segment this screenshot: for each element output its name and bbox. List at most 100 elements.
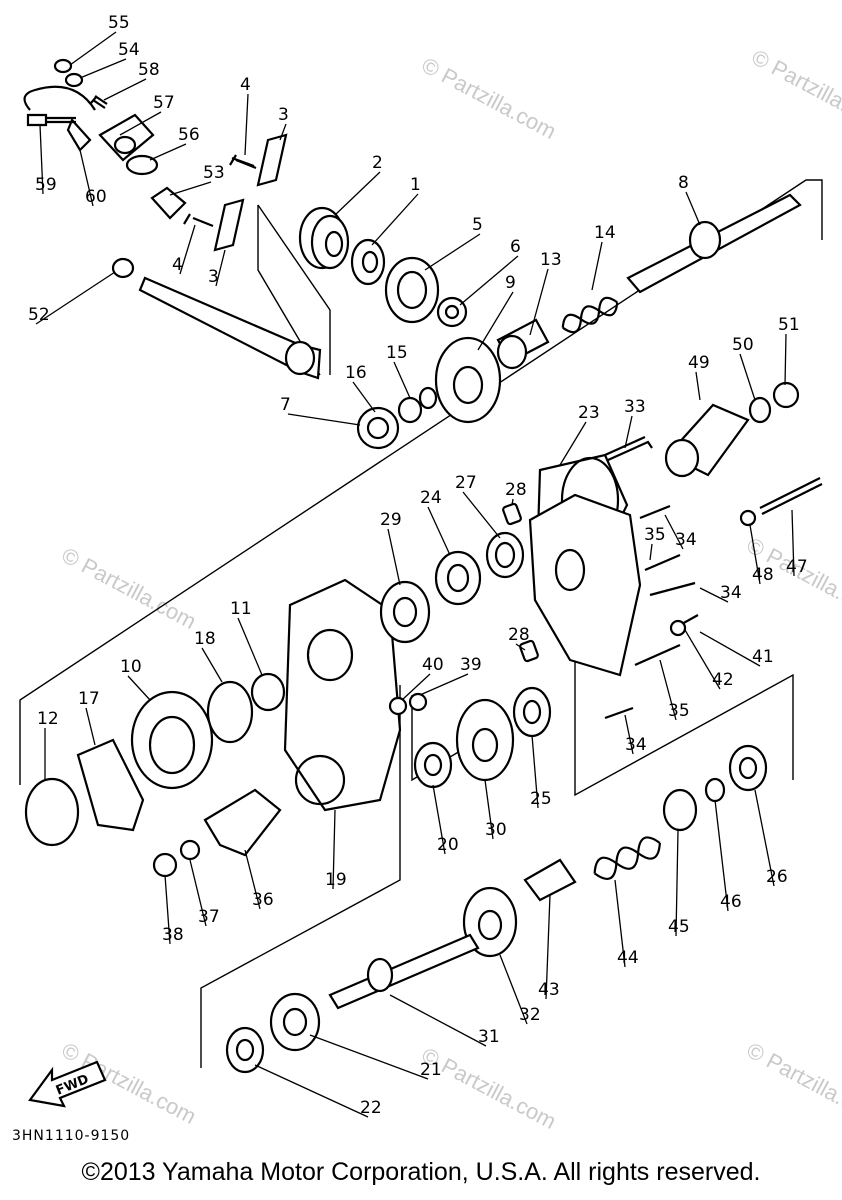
part-label-51: 51 <box>778 315 800 335</box>
bevel-gear-5 <box>384 256 440 324</box>
leader-line-28b <box>515 643 526 651</box>
part-label-43: 43 <box>538 980 560 1000</box>
spring-44 <box>593 836 661 881</box>
part-label-50: 50 <box>732 335 754 355</box>
part-label-3a: 3 <box>278 105 289 125</box>
washer-54 <box>64 72 84 88</box>
part-label-17: 17 <box>78 689 100 709</box>
leader-line-2 <box>334 171 381 216</box>
leader-line-60 <box>79 149 94 207</box>
leader-line-53 <box>169 181 212 196</box>
watermark: © Partzilla.com <box>748 44 842 136</box>
o-ring-56 <box>125 154 159 176</box>
part-label-19: 19 <box>325 870 347 890</box>
leader-line-32 <box>499 954 528 1025</box>
watermark: © Partzilla.com <box>58 542 201 634</box>
bolt-34 <box>604 706 634 720</box>
dowel-28 <box>519 639 539 663</box>
leader-line-25 <box>531 734 539 809</box>
middle-assembly <box>24 435 823 1074</box>
leader-line-48 <box>749 524 761 585</box>
leader-line-10 <box>127 675 151 701</box>
leader-line-4b <box>179 224 196 275</box>
nut-51 <box>772 381 800 409</box>
leader-line-4a <box>244 93 249 156</box>
leader-line-34b <box>699 587 729 603</box>
part-label-16: 16 <box>345 363 367 383</box>
collar-11 <box>250 672 286 712</box>
leader-line-28a <box>511 498 514 506</box>
part-label-30: 30 <box>485 820 507 840</box>
leader-line-5 <box>424 233 481 271</box>
copyright-footer: ©2013 Yamaha Motor Corporation, U.S.A. A… <box>81 1158 761 1186</box>
fwd-arrow-shape <box>28 1060 107 1108</box>
leader-line-47 <box>791 509 795 577</box>
leader-line-35a <box>649 543 653 561</box>
leader-line-7 <box>287 413 361 426</box>
part-label-58: 58 <box>138 60 160 80</box>
part-label-20: 20 <box>437 835 459 855</box>
leader-line-26 <box>754 789 775 887</box>
screw-58 <box>90 95 108 109</box>
leader-line-52 <box>35 271 116 325</box>
leader-line-13 <box>529 268 549 336</box>
nut-38 <box>152 852 178 878</box>
bearing-21 <box>269 992 321 1052</box>
leader-line-16 <box>352 381 376 413</box>
nut-39 <box>408 692 428 712</box>
part-label-60: 60 <box>85 187 107 207</box>
part-label-32: 32 <box>519 1005 541 1025</box>
nut-55 <box>53 58 73 74</box>
part-label-7: 7 <box>280 395 291 415</box>
leader-line-6 <box>459 255 519 306</box>
leader-line-15 <box>393 361 411 399</box>
bolt-4 <box>229 154 257 170</box>
bolt-35 <box>634 643 681 667</box>
leader-line-38 <box>164 874 171 945</box>
part-label-56: 56 <box>178 125 200 145</box>
bearing-24 <box>434 550 482 606</box>
frame-line <box>200 685 401 1068</box>
part-label-31: 31 <box>478 1027 500 1047</box>
part-label-36: 36 <box>252 890 274 910</box>
leader-line-41 <box>699 631 761 667</box>
part-label-8: 8 <box>678 173 689 193</box>
part-label-27: 27 <box>455 473 477 493</box>
part-label-18: 18 <box>194 629 216 649</box>
part-label-26: 26 <box>766 867 788 887</box>
yoke-36 <box>203 788 282 857</box>
leader-line-8 <box>685 191 701 226</box>
part-label-4b: 4 <box>172 255 183 275</box>
part-label-28a: 28 <box>505 480 527 500</box>
leader-line-27 <box>462 491 501 539</box>
part-label-46: 46 <box>720 892 742 912</box>
leader-line-9 <box>477 291 514 351</box>
leader-line-51 <box>784 333 787 386</box>
leader-line-40 <box>401 673 431 701</box>
part-label-45: 45 <box>668 917 690 937</box>
leader-line-45 <box>675 829 679 937</box>
part-label-21: 21 <box>420 1060 442 1080</box>
part-label-12: 12 <box>37 709 59 729</box>
sensor-53 <box>150 186 187 220</box>
group-frames <box>19 179 823 1068</box>
part-label-48: 48 <box>752 565 774 585</box>
leader-line-43 <box>545 894 551 1000</box>
spring-14 <box>561 296 619 334</box>
leader-line-22 <box>254 1064 369 1118</box>
part-label-35a: 35 <box>644 525 666 545</box>
leader-line-14 <box>591 241 603 291</box>
part-label-33: 33 <box>624 397 646 417</box>
part-label-9: 9 <box>505 273 516 293</box>
circlip-46 <box>704 777 726 803</box>
part-label-54: 54 <box>118 40 140 60</box>
washer-48 <box>739 509 757 527</box>
part-label-37: 37 <box>198 907 220 927</box>
part-label-25: 25 <box>530 789 552 809</box>
bolt-34 <box>639 504 671 520</box>
part-label-3b: 3 <box>208 267 219 287</box>
part-label-34a: 34 <box>675 530 697 550</box>
part-label-44: 44 <box>617 948 639 968</box>
